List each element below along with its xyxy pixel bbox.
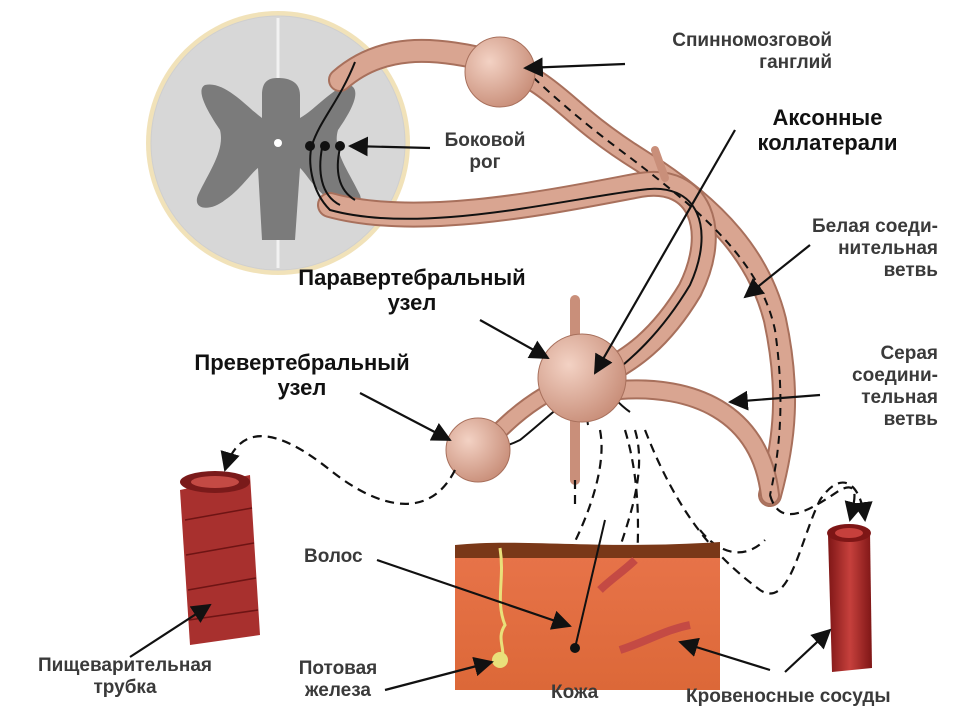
paravertebral-ganglion <box>537 333 627 423</box>
lateral-horn-cells <box>305 141 345 151</box>
label-digestive-tube: Пищеварительная трубка <box>38 655 212 698</box>
blood-vessel <box>827 524 872 672</box>
label-arrows <box>129 57 832 692</box>
label-blood-vessels: Кровеносные сосуды <box>686 686 891 707</box>
prevertebral-ganglion <box>445 417 511 483</box>
spinal-ganglion <box>464 36 536 108</box>
label-skin: Кожа <box>551 682 599 703</box>
label-axon-collaterals: Аксонные коллатерали <box>757 105 898 156</box>
label-gray-ramus: Серая соедини- тельная ветвь <box>852 343 938 430</box>
label-spinal-ganglion: Спинномозговой ганглий <box>672 30 832 73</box>
digestive-tube <box>180 471 260 645</box>
skin-section <box>455 519 720 690</box>
nerve-trunks <box>317 38 797 507</box>
label-lateral-horn: Боковой рог <box>444 130 526 173</box>
label-hair: Волос <box>304 546 363 567</box>
label-prevertebral-node: Превертебральный узел <box>194 350 410 401</box>
label-white-ramus: Белая соеди- нительная ветвь <box>811 216 938 281</box>
label-sweat-gland: Потовая железа <box>298 658 378 701</box>
label-paravertebral-node: Паравертебральный узел <box>298 265 526 316</box>
